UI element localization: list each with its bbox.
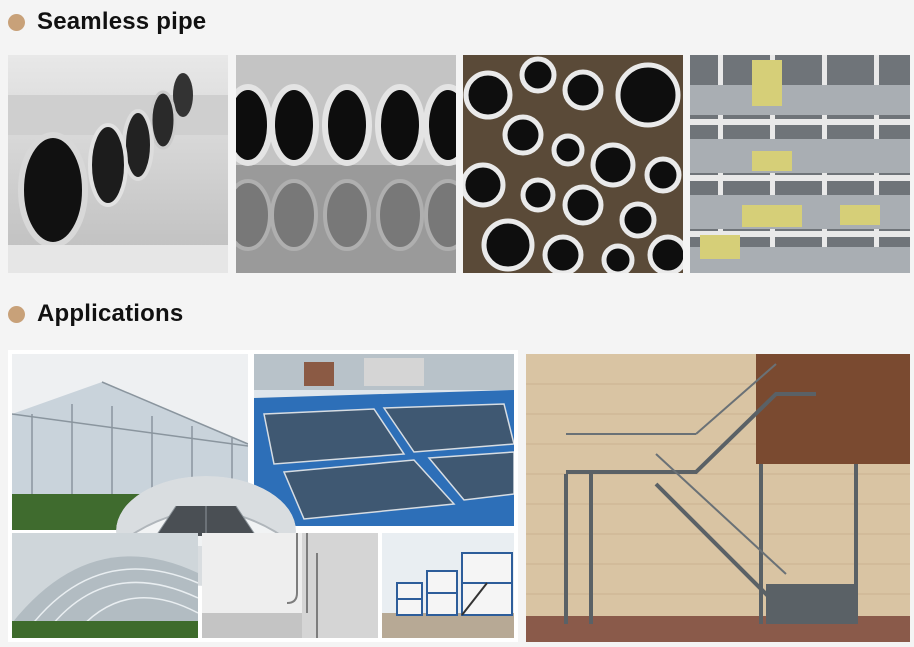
pipe-photo-1 — [8, 55, 228, 273]
pipe-photo-4 — [690, 55, 910, 273]
bullet-dot-icon — [8, 13, 25, 31]
polytunnel-photo — [12, 533, 198, 638]
solar-panels-photo — [254, 354, 514, 526]
applications-heading: Applications — [8, 300, 183, 328]
seamless-pipe-heading: Seamless pipe — [8, 8, 206, 36]
section-title: Seamless pipe — [37, 8, 207, 35]
indoor-piping-photo — [202, 533, 378, 638]
bullet-dot-icon — [8, 305, 25, 323]
steel-staircase-photo — [526, 354, 910, 642]
section-title: Applications — [37, 300, 184, 327]
pipe-photo-3 — [463, 55, 683, 273]
modular-buildings-photo — [382, 533, 514, 638]
pipe-photo-2 — [236, 55, 456, 273]
